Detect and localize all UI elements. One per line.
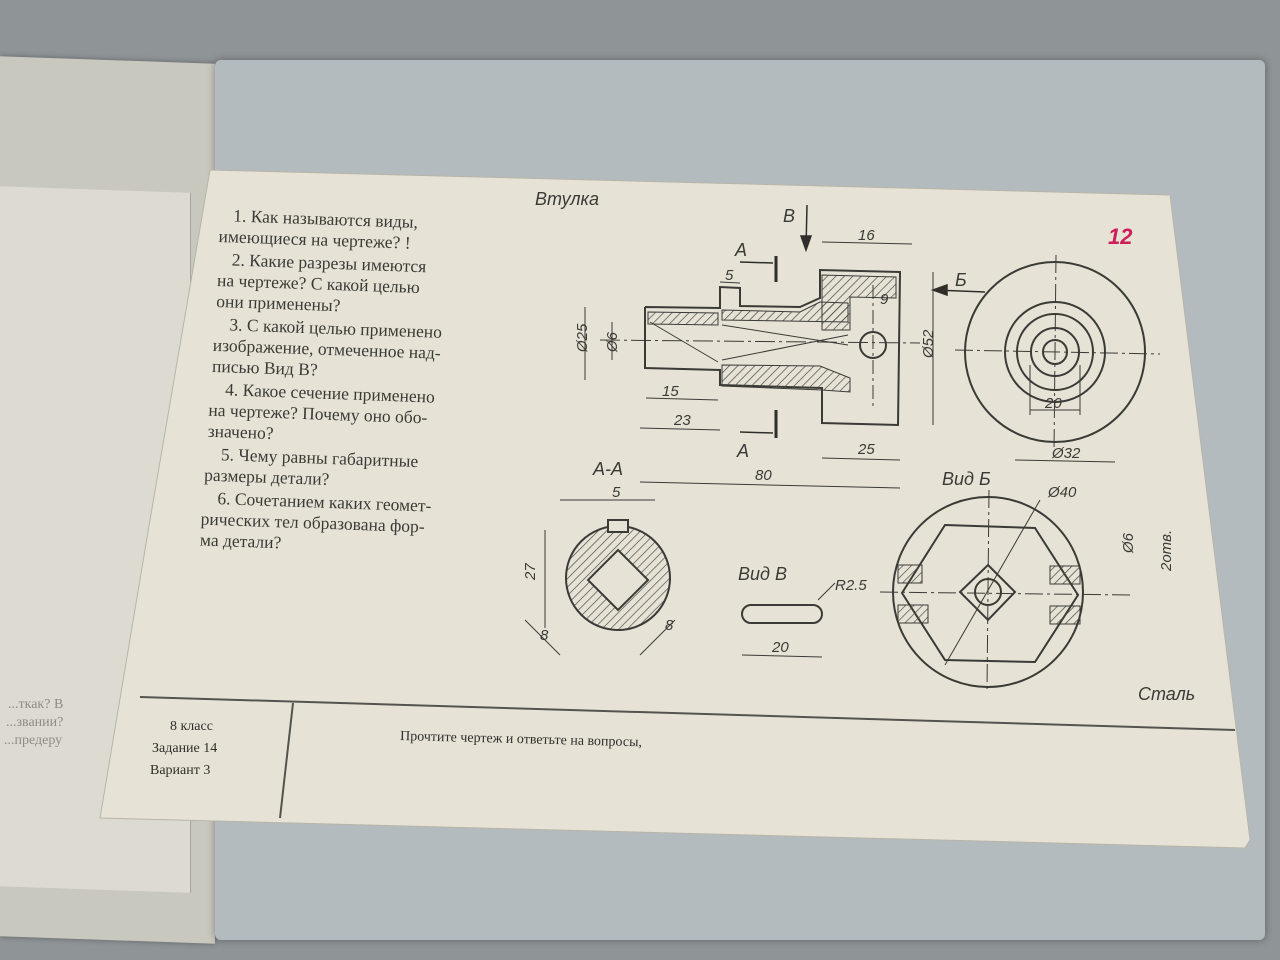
dim-d32: Ø32	[1051, 445, 1081, 462]
section-a-markers	[739, 256, 778, 438]
dim-side-20: 20	[1044, 395, 1062, 412]
dim-25: 25	[857, 441, 875, 458]
dim-15: 15	[662, 383, 679, 400]
dim-slot-20: 20	[771, 639, 789, 656]
title-block-top-line	[139, 696, 1236, 731]
dim-aa-27: 27	[522, 563, 539, 581]
sheet-paper	[99, 169, 1251, 849]
dim-r25: R2.5	[835, 577, 867, 594]
left-fragment-2: ...звании?	[6, 715, 63, 730]
view-b	[879, 489, 1131, 691]
dim-5: 5	[725, 267, 734, 284]
front-view	[599, 268, 921, 427]
side-view	[954, 254, 1161, 463]
drawing-title: Втулка	[535, 189, 599, 209]
dim-16: 16	[858, 227, 875, 244]
view-v-label: Вид В	[738, 564, 787, 584]
view-b-arrow	[930, 283, 986, 297]
view-v-arrow	[799, 204, 813, 253]
dim-9: 9	[880, 291, 889, 308]
front-dimension-lines	[584, 241, 934, 489]
dim-d6-holes: Ø6	[1120, 532, 1137, 554]
view-v-slot	[741, 582, 836, 658]
view-v-arrow-label: В	[783, 206, 795, 226]
footer-grade: 8 класс	[170, 719, 213, 734]
section-a-top-label: А	[734, 240, 747, 260]
dim-80: 80	[755, 467, 772, 484]
footer-task: Задание 14	[152, 741, 217, 756]
dim-holes-count: 2отв.	[1158, 530, 1175, 572]
title-block-divider	[279, 702, 294, 819]
section-aa	[524, 499, 676, 656]
dim-23: 23	[673, 412, 691, 429]
dim-aa-8-left: 8	[540, 627, 549, 644]
dim-d52: Ø52	[920, 329, 937, 359]
question-line-11: значено?	[207, 421, 274, 443]
left-fragment-3: ...предеру	[4, 733, 62, 748]
question-line-13: размеры детали?	[204, 465, 330, 489]
section-aa-label: А-А	[592, 459, 623, 479]
dim-aa-8-right: 8	[665, 617, 674, 634]
dim-d25: Ø25	[574, 323, 591, 353]
footer-instruction: Прочтите чертеж и ответьте на вопросы,	[400, 729, 642, 750]
footer-variant: Вариант 3	[150, 763, 210, 778]
question-line-8: писью Вид В?	[212, 356, 319, 380]
dim-d40: Ø40	[1047, 484, 1077, 501]
dim-d6: Ø6	[604, 331, 621, 353]
question-line-16: ма детали?	[200, 530, 282, 553]
question-line-5: они применены?	[216, 291, 341, 315]
dim-aa-5: 5	[612, 484, 621, 501]
section-a-bottom-label: А	[736, 441, 749, 461]
questions-block: 1. Как называются виды, имеющиеся на чер…	[200, 205, 443, 553]
view-b-arrow-label: Б	[955, 270, 967, 290]
left-fragment-1: ...ткак? В	[8, 697, 63, 712]
material-label: Сталь	[1138, 684, 1195, 704]
view-b-label: Вид Б	[942, 469, 991, 489]
left-page-fragments: ...ткак? В ...звании? ...предеру	[4, 697, 63, 748]
page-number: 12	[1108, 224, 1133, 249]
